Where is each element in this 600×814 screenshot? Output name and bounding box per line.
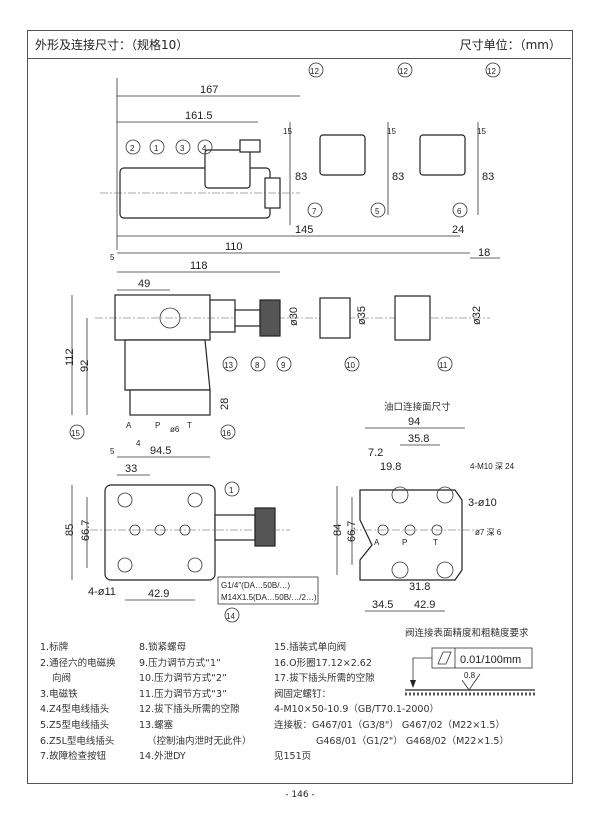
dim-92: 92: [79, 360, 91, 372]
port-t: T: [187, 421, 192, 430]
port-p: P: [155, 421, 160, 430]
surface-title: 阀连接表面精度和粗糙度要求: [405, 627, 529, 639]
dim-83-b: 83: [392, 171, 404, 183]
svg-text:12: 12: [487, 67, 496, 76]
balloons-top: 2 1 3 4 5 6 7 12 12 12: [125, 62, 501, 218]
dim-85: 85: [64, 524, 76, 536]
port-face-p: P: [402, 538, 407, 547]
port-callout-2: M14X1.5(DA…50B/…/2…): [221, 593, 317, 602]
dim-110: 110: [225, 241, 243, 253]
dim-42-9-b: 42.9: [414, 599, 435, 611]
dim-161-5: 161.5: [185, 110, 213, 122]
dim-31-8: 31.8: [409, 581, 430, 593]
page-number: - 146 -: [285, 790, 315, 800]
dim-d6: ø6: [170, 425, 180, 434]
svg-text:6: 6: [457, 207, 462, 216]
dim-5-b: 5: [110, 447, 115, 456]
svg-text:15: 15: [71, 429, 80, 438]
dim-15-c: 15: [477, 127, 486, 136]
dim-42-9: 42.9: [148, 588, 169, 600]
port-face-title: 油口连接面尺寸: [384, 401, 451, 413]
section-title: 外形及连接尺寸：（规格10）: [35, 38, 189, 52]
balloons-front: 8 9 10 11 13 15 16: [69, 356, 453, 440]
port-callout-1: G1/4"(DA…50B/…): [221, 581, 290, 590]
svg-text:11: 11: [439, 361, 448, 370]
dim-94-5: 94.5: [150, 445, 171, 457]
dim-35-8: 35.8: [408, 433, 429, 445]
svg-text:14: 14: [226, 612, 235, 621]
dim-49: 49: [138, 278, 150, 290]
flatness-icon: [437, 651, 452, 665]
dim-145: 145: [295, 224, 313, 236]
dim-d35: ø35: [356, 306, 368, 325]
roughness-value: 0.8: [464, 671, 476, 680]
svg-text:3: 3: [180, 144, 185, 153]
svg-text:1: 1: [229, 486, 234, 495]
svg-text:9: 9: [281, 361, 286, 370]
page-frame: [27, 30, 573, 784]
dim-5: 5: [110, 253, 115, 262]
dim-34-5: 34.5: [372, 599, 393, 611]
dim-83-c: 83: [482, 171, 494, 183]
dim-19-8: 19.8: [380, 461, 401, 473]
surface-requirement: 阀连接表面精度和粗糙度要求 0.01/100mm 0.8: [405, 627, 535, 696]
dim-28: 28: [219, 398, 231, 410]
svg-text:13: 13: [224, 361, 233, 370]
svg-text:2: 2: [130, 144, 135, 153]
svg-text:8: 8: [255, 361, 260, 370]
dim-18: 18: [478, 247, 490, 259]
dim-4-d11: 4-ø11: [88, 586, 116, 598]
dim-83: 83: [295, 171, 307, 183]
top-view: 167 161.5 15 83 15 83 15 83 145 24 18: [100, 62, 501, 259]
dim-167: 167: [200, 84, 218, 96]
note-d7: ø7 深 6: [475, 528, 502, 537]
svg-text:7: 7: [312, 207, 317, 216]
svg-text:1: 1: [154, 144, 159, 153]
flatness-value: 0.01/100mm: [460, 654, 521, 666]
dim-24: 24: [452, 224, 464, 236]
svg-text:12: 12: [310, 67, 319, 76]
note-3-d10: 3-ø10: [468, 497, 497, 509]
plan-view: 33 85 66.7 4-ø11 42.9 G1/4"(DA…50B/…) M1…: [64, 463, 319, 623]
port-face-view: 油口连接面尺寸 94 35.8 7.2 19.8 A P T 84 66.7 4…: [332, 401, 515, 612]
dim-15-b: 15: [387, 127, 396, 136]
dim-112: 112: [64, 348, 76, 366]
dim-15: 15: [283, 127, 292, 136]
dim-4: 4: [136, 439, 141, 448]
dim-66-7: 66.7: [80, 520, 92, 541]
dim-7-2: 7.2: [368, 447, 383, 459]
note-4-m10: 4-M10 深 24: [470, 462, 515, 471]
front-view: 110 118 49 5 112 92 ø30 ø35 ø32 28 4: [64, 241, 490, 458]
dim-d30: ø30: [288, 307, 300, 326]
header-bar: 外形及连接尺寸：（规格10） 尺寸单位：（mm）: [27, 30, 571, 59]
dim-94: 94: [408, 416, 420, 428]
port-face-t: T: [433, 538, 438, 547]
port-face-a: A: [374, 538, 380, 547]
svg-text:4: 4: [202, 144, 207, 153]
dim-d32: ø32: [471, 306, 483, 325]
unit-label: 尺寸单位：（mm）: [459, 38, 561, 52]
svg-text:5: 5: [375, 207, 380, 216]
dim-84: 84: [332, 524, 344, 536]
svg-text:10: 10: [346, 361, 355, 370]
port-a: A: [126, 421, 132, 430]
dim-118: 118: [190, 260, 208, 272]
dim-66-7-b: 66.7: [346, 521, 358, 542]
dim-33: 33: [125, 463, 137, 475]
svg-text:16: 16: [222, 429, 231, 438]
svg-text:12: 12: [399, 67, 408, 76]
